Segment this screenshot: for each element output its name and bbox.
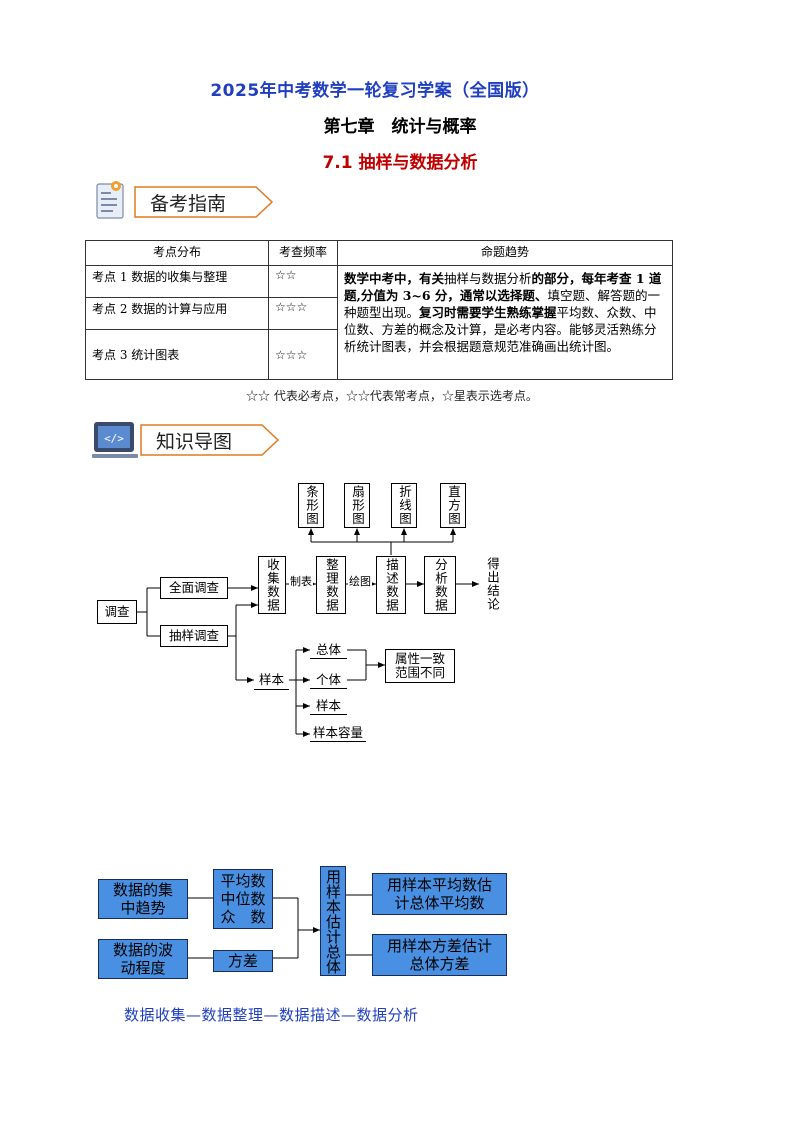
sample-root-node: 样本 — [254, 670, 289, 690]
freq-cell: ☆☆☆ — [268, 297, 338, 330]
variance-box: 方差 — [213, 950, 273, 972]
table-row: 考点 2 数据的计算与应用 ☆☆☆ — [85, 297, 673, 330]
col-header-point: 考点分布 — [85, 240, 269, 266]
point-cell: 考点 1 数据的收集与整理 — [85, 265, 269, 298]
mindmap-banner-label: 知识导图 — [156, 431, 233, 453]
freq-cell: ☆☆ — [268, 265, 338, 298]
line-chart-node: 折线图 — [391, 483, 417, 528]
trend-seg: 抽样与数据分析 — [444, 271, 532, 286]
dispersion-box: 数据的波动程度 — [98, 939, 188, 979]
trend-seg: 填空题、解答题的一种题型出现。 — [344, 288, 660, 320]
sample-node: 样本 — [310, 697, 347, 715]
stats-connectors — [188, 894, 372, 959]
collect-data-node: 收集数据 — [258, 556, 286, 614]
trend-seg: 时需要学生熟练掌握 — [444, 305, 557, 320]
bar-chart-node: 条形图 — [298, 483, 324, 528]
legend-note: ☆☆ 代表必考点，☆☆代表常考点，☆星表示选考点。 — [246, 389, 538, 403]
table-row: 考点 3 统计图表 ☆☆☆ — [85, 329, 673, 380]
sample-size-node: 样本容量 — [310, 724, 366, 742]
point-cell: 考点 3 统计图表 — [85, 329, 269, 380]
histogram-node: 直方图 — [440, 483, 466, 528]
conclusion-node: 得出结论 — [479, 552, 505, 616]
main-title: 2025年中考数学一轮复习学案（全国版） — [210, 81, 540, 101]
guide-banner-label: 备考指南 — [150, 193, 227, 215]
code-icon: </> — [92, 422, 138, 458]
col-header-freq: 考查频率 — [268, 240, 338, 266]
svg-text:</>: </> — [104, 432, 124, 445]
trend-seg: 复习 — [419, 305, 445, 320]
sample-survey-node: 抽样调查 — [160, 625, 228, 647]
point-cell: 考点 2 数据的计算与应用 — [85, 297, 269, 330]
survey-node: 调查 — [97, 600, 137, 624]
guide-banner: 备考指南 — [92, 180, 282, 224]
organize-data-node: 整理数据 — [316, 556, 346, 614]
attribute-node: 属性一致范围不同 — [385, 649, 455, 683]
trend-cell: 数学中考中，有关抽样与数据分析的部分，每年考查 1 道题,分值为 3~6 分，通… — [337, 265, 673, 380]
table-header-row: 考点分布 考查频率 命题趋势 — [85, 240, 673, 266]
chapter-title: 第七章 统计与概率 — [323, 117, 477, 137]
pie-chart-node: 扇形图 — [344, 483, 370, 528]
mindmap-connectors — [137, 528, 479, 737]
col-header-trend: 命题趋势 — [337, 240, 673, 266]
edge-make-table: 制表 — [289, 573, 313, 589]
central-tendency-box: 数据的集中趋势 — [98, 879, 188, 919]
describe-data-node: 描述数据 — [376, 556, 406, 614]
analyze-data-node: 分析数据 — [424, 556, 456, 614]
mindmap-banner: </> 知识导图 — [92, 418, 282, 462]
measures-box: 平均数中位数众 数 — [213, 869, 273, 929]
table-row: 考点 1 数据的收集与整理 ☆☆ 数学中考中，有关抽样与数据分析的部分，每年考查… — [85, 265, 673, 380]
trend-seg: 平均数、众数、中位数、方差的概念及计算，是必考内容。能够灵活熟练分析统计图表，并… — [344, 305, 657, 354]
edge-draw: 绘图 — [348, 573, 372, 589]
estimate-box: 用样本估计总体 — [320, 866, 346, 976]
freq-cell: ☆☆☆ — [268, 329, 338, 380]
trend-seg: 数学中考中，有关 — [344, 271, 445, 286]
estimate-mean-box: 用样本平均数估计总体平均数 — [372, 873, 507, 915]
estimate-var-box: 用样本方差估计总体方差 — [372, 934, 507, 976]
section-title: 7.1 抽样与数据分析 — [322, 153, 478, 173]
data-flow-text: 数据收集—数据整理—数据描述—数据分析 — [124, 1006, 419, 1024]
trend-seg: 的部分，每年考查 1 道题,分值为 3~6 分，通常以选择题、 — [344, 271, 662, 303]
document-icon — [96, 181, 124, 219]
population-node: 总体 — [310, 641, 347, 659]
individual-node: 个体 — [310, 671, 347, 689]
exam-table: 考点分布 考查频率 命题趋势 考点 1 数据的收集与整理 ☆☆ 数学中考中，有关… — [85, 240, 673, 380]
full-survey-node: 全面调查 — [160, 577, 228, 599]
